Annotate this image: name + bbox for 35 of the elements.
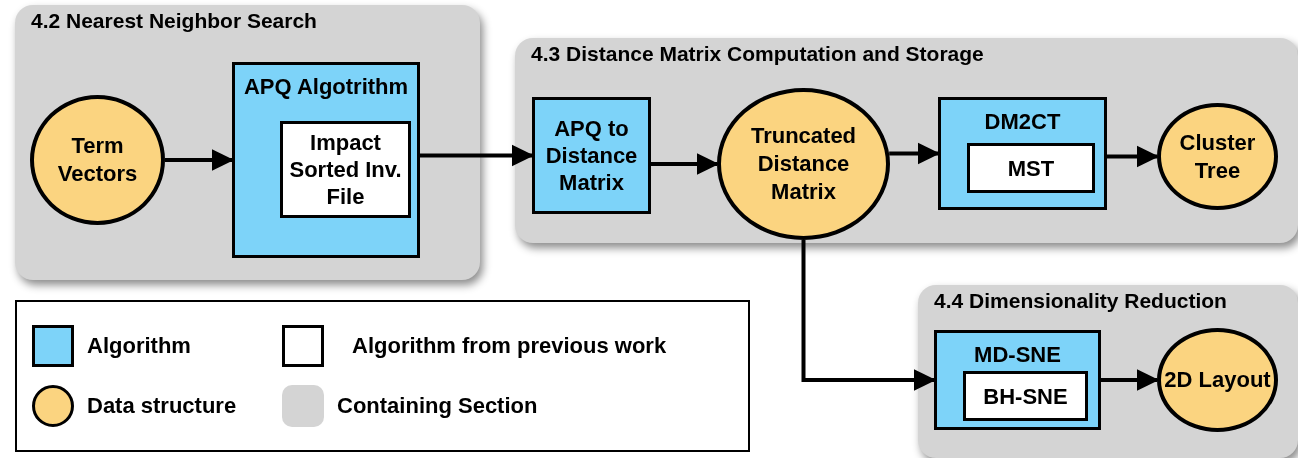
arrow <box>889 142 940 165</box>
algorithm-box <box>938 97 1107 210</box>
algorithm-box <box>232 62 420 258</box>
section-panel <box>918 285 1298 458</box>
arrow <box>1107 145 1159 168</box>
arrow <box>801 240 936 391</box>
section-title: 4.3 Distance Matrix Computation and Storage <box>531 42 984 66</box>
box-label: BH-SNE <box>983 382 1068 410</box>
previous-work-box <box>280 121 411 218</box>
ellipse-label: Cluster Tree <box>1178 128 1257 185</box>
legend-label: Algorithm <box>87 333 191 359</box>
ellipse-label: Term Vectors <box>56 132 139 188</box>
algorithm-box <box>532 97 651 214</box>
box-label: APQ Algotrithm <box>243 73 409 100</box>
arrow <box>165 149 234 171</box>
section-panel <box>515 38 1298 243</box>
arrow <box>651 153 719 175</box>
box-label: MD-SNE <box>974 341 1061 368</box>
algorithm-box <box>934 330 1101 430</box>
legend-label: Containing Section <box>337 393 538 419</box>
box-label: APQ to Distance Matrix <box>544 115 639 196</box>
arrow <box>1101 369 1159 391</box>
previous-work-box <box>963 371 1088 421</box>
section-title: 4.2 Nearest Neighbor Search <box>31 9 317 33</box>
box-label: Impact Sorted Inv. File <box>288 129 403 210</box>
box-label: DM2CT <box>984 108 1061 135</box>
ellipse-label: 2D Layout <box>1164 366 1271 394</box>
legend-label: Data structure <box>87 393 237 419</box>
section-title: 4.4 Dimensionality Reduction <box>934 289 1227 313</box>
ellipse-label: Truncated Distance Matrix <box>749 122 858 206</box>
box-label: MST <box>1007 154 1055 182</box>
arrow <box>420 144 534 167</box>
previous-work-box <box>967 143 1095 193</box>
section-panel <box>15 5 480 280</box>
legend-label: Algorithm from previous work <box>352 333 667 359</box>
